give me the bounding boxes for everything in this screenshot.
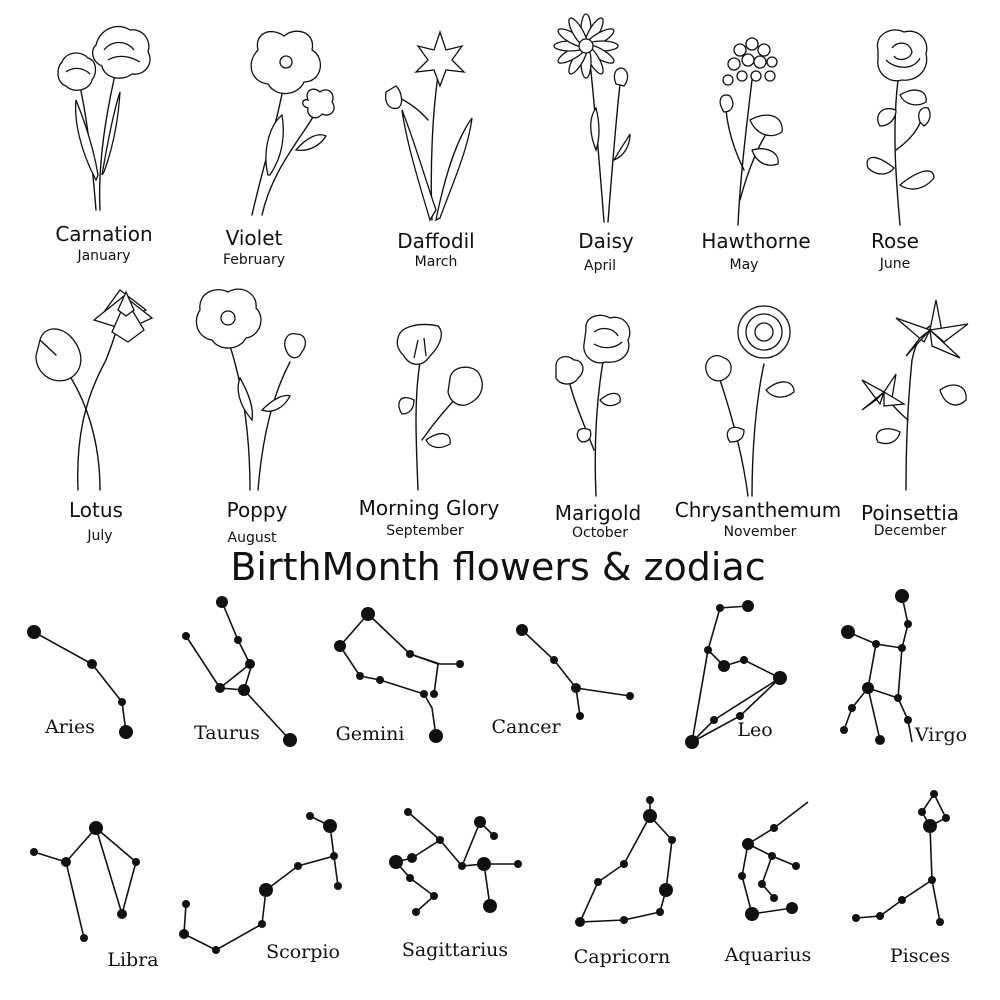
flower-month: February xyxy=(223,252,285,268)
rose-drawing xyxy=(866,29,935,226)
zodiac-name: Leo xyxy=(737,719,772,741)
morning-glory-drawing xyxy=(396,323,483,491)
flower-month: May xyxy=(730,257,759,273)
flower-name: Marigold xyxy=(555,501,641,525)
violet-drawing xyxy=(250,30,335,216)
poster-title: BirthMonth flowers & zodiac xyxy=(230,545,765,589)
leo-constellation xyxy=(685,600,787,749)
flower-month: July xyxy=(86,528,112,544)
libra-constellation xyxy=(30,821,140,942)
taurus-constellation xyxy=(182,596,297,747)
zodiac-name: Capricorn xyxy=(574,946,671,968)
zodiac-name: Gemini xyxy=(336,723,405,745)
flower-name: Poppy xyxy=(227,498,288,522)
scorpio-constellation xyxy=(179,812,342,954)
flower-name: Poinsettia xyxy=(861,501,959,525)
chrysanthemum-drawing xyxy=(705,305,795,497)
zodiac-name: Sagittarius xyxy=(402,939,508,961)
flower-month: March xyxy=(415,254,458,270)
cancer-constellation xyxy=(516,624,634,720)
daffodil-drawing xyxy=(384,29,473,222)
aries-constellation xyxy=(27,625,133,739)
flower-name: Carnation xyxy=(55,222,152,246)
daisy-drawing xyxy=(553,13,631,223)
poinsettia-drawing xyxy=(861,299,969,491)
carnation-drawing xyxy=(57,25,151,211)
zodiac-name: Libra xyxy=(107,949,158,971)
flower-name: Violet xyxy=(226,226,283,250)
flower-name: Morning Glory xyxy=(359,496,500,520)
flower-month: January xyxy=(76,248,130,264)
flower-month: October xyxy=(572,525,628,541)
flower-month: August xyxy=(228,530,278,546)
zodiac-name: Aries xyxy=(44,716,95,738)
flower-name: Daffodil xyxy=(397,229,474,253)
flower-name: Rose xyxy=(871,229,919,253)
sagittarius-constellation xyxy=(389,808,522,916)
zodiac-name: Virgo xyxy=(914,724,967,746)
gemini-constellation xyxy=(334,607,464,743)
flower-month: December xyxy=(874,523,947,539)
zodiac-name: Taurus xyxy=(194,722,260,744)
marigold-drawing xyxy=(555,314,631,497)
aquarius-constellation xyxy=(738,801,809,921)
hawthorne-drawing xyxy=(719,37,783,226)
pisces-constellation xyxy=(852,790,950,926)
zodiac-name: Scorpio xyxy=(266,941,340,963)
zodiac-name: Cancer xyxy=(491,716,561,738)
virgo-constellation xyxy=(840,589,913,745)
flower-name: Chrysanthemum xyxy=(675,498,842,522)
flower-name: Hawthorne xyxy=(701,229,810,253)
flower-name: Lotus xyxy=(69,498,123,522)
poppy-drawing xyxy=(195,288,307,491)
flower-month: June xyxy=(879,256,911,272)
zodiac-name: Aquarius xyxy=(724,944,812,966)
capricorn-constellation xyxy=(575,796,676,927)
lotus-drawing xyxy=(35,289,154,491)
zodiac-name: Pisces xyxy=(890,945,950,967)
flower-month: September xyxy=(386,523,464,539)
flower-name: Daisy xyxy=(578,229,634,253)
flower-month: April xyxy=(584,258,616,274)
flower-month: November xyxy=(724,524,797,540)
